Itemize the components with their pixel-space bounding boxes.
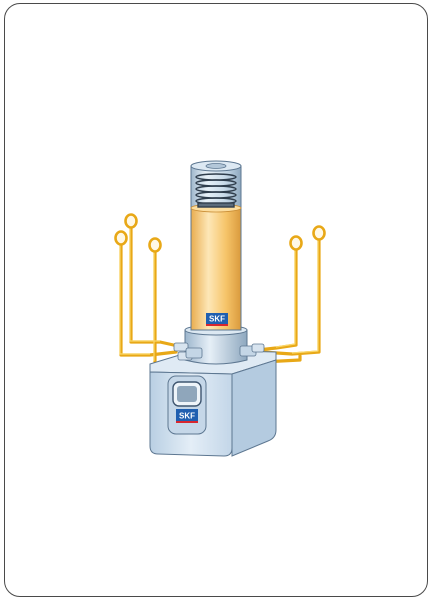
lubricant-cylinder (190, 160, 242, 331)
ring-terminal-icon (114, 230, 128, 246)
cylinder-logo: SKF (206, 313, 228, 326)
feed-line-right-1 (260, 238, 321, 356)
fittings (173, 342, 265, 361)
ring-terminals (114, 213, 326, 253)
feed-line-right-2 (256, 248, 298, 352)
feed-lines (119, 226, 321, 369)
indicator-window (167, 375, 207, 435)
feed-lines-highlight (119, 228, 319, 361)
feed-line-left-1 (119, 243, 178, 357)
feed-line-left-2 (129, 226, 180, 348)
housing-brand-text: SKF (179, 412, 195, 421)
ring-terminal-icon (124, 213, 138, 229)
cylinder-brand-text: SKF (209, 315, 225, 324)
ring-terminal-icon (148, 237, 162, 253)
spring (195, 173, 237, 208)
ring-terminal-icon (289, 235, 303, 251)
housing-logo: SKF (176, 409, 198, 423)
ring-terminal-icon (312, 225, 326, 241)
